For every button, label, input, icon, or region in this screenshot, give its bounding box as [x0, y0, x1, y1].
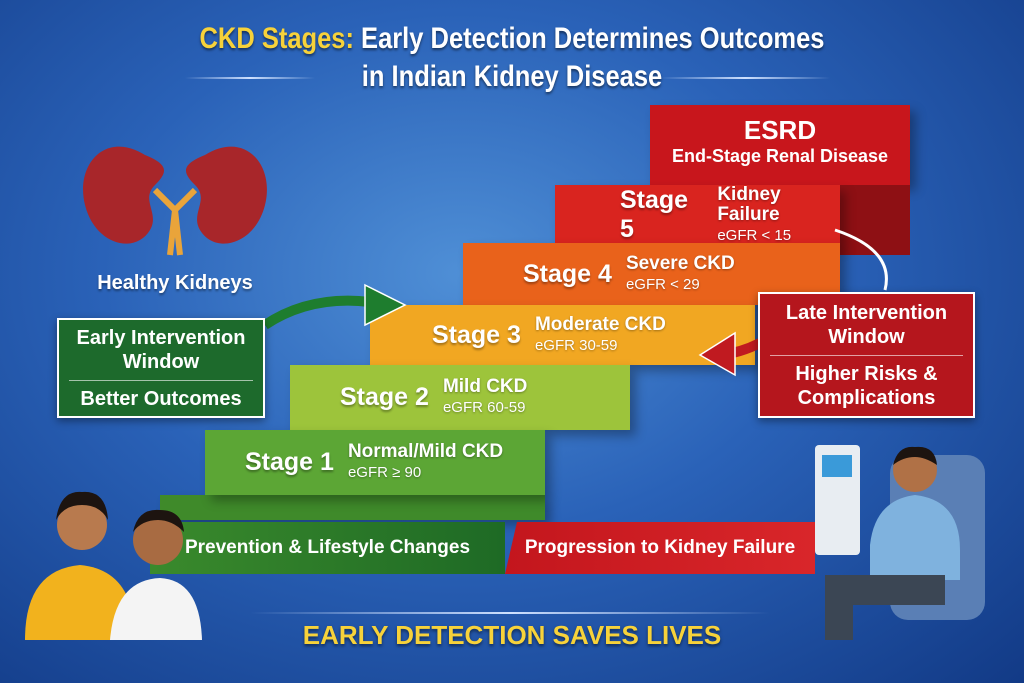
- kidneys-icon: [83, 146, 267, 256]
- early-box-title: Early Intervention Window: [76, 326, 246, 373]
- green-arrow-icon: [262, 283, 407, 330]
- divider: [660, 77, 830, 79]
- stage-desc: Moderate CKD: [534, 313, 666, 335]
- stage-desc: Mild CKD: [442, 376, 528, 397]
- title-line-1: CKD Stages: Early Detection Determines O…: [77, 22, 947, 56]
- couple-illustration: [25, 491, 202, 640]
- stage-desc: Severe CKD: [625, 252, 735, 274]
- stage-desc: End-Stage Renal Disease: [671, 146, 889, 166]
- stage-egfr: eGFR < 29: [625, 275, 700, 293]
- stage-label: Stage 4: [523, 259, 612, 288]
- footer-slogan: EARLY DETECTION SAVES LIVES: [302, 620, 722, 650]
- stage-label: ESRD: [743, 115, 817, 145]
- progression-bar: Progression to Kidney Failure: [505, 522, 815, 574]
- stage-egfr: eGFR ≥ 90: [347, 464, 422, 481]
- stage-2: Stage 2 Mild CKD eGFR 60-59: [290, 365, 630, 430]
- stage-egfr: eGFR 60-59: [442, 399, 526, 416]
- late-box-title: Late Intervention Window: [785, 301, 948, 348]
- base-step: [160, 495, 545, 520]
- kidneys-label: Healthy Kidneys: [97, 272, 253, 294]
- stage-label: Stage 1: [245, 448, 334, 476]
- prevention-bar: Prevention & Lifestyle Changes: [150, 522, 505, 574]
- red-arrow-icon: [698, 228, 888, 377]
- stage-1: Stage 1 Normal/Mild CKD eGFR ≥ 90: [205, 430, 545, 495]
- divider: [185, 77, 315, 79]
- stage-label: Stage 5: [620, 186, 689, 243]
- esrd-side: [840, 185, 910, 255]
- stage-egfr: eGFR < 15: [717, 226, 792, 244]
- stage-egfr: eGFR 30-59: [534, 336, 618, 354]
- late-intervention-box: Late Intervention Window Higher Risks & …: [758, 292, 975, 418]
- late-box-subtitle: Higher Risks & Complications: [795, 362, 938, 409]
- title-text: Early Detection Determines Outcomes: [361, 22, 825, 55]
- stage-desc: Kidney Failure: [717, 183, 781, 225]
- divider: [250, 612, 770, 614]
- stage-desc: Normal/Mild CKD: [347, 441, 504, 462]
- title-highlight: CKD Stages:: [199, 22, 354, 55]
- stage-label: Stage 3: [432, 320, 521, 349]
- early-box-subtitle: Better Outcomes: [80, 387, 242, 410]
- early-intervention-box: Early Intervention Window Better Outcome…: [57, 318, 265, 418]
- stage-label: Stage 2: [340, 383, 429, 411]
- dialysis-patient-illustration: [815, 445, 985, 640]
- stage-esrd: ESRD End-Stage Renal Disease: [650, 105, 910, 185]
- title-line-2: in Indian Kidney Disease: [361, 60, 663, 93]
